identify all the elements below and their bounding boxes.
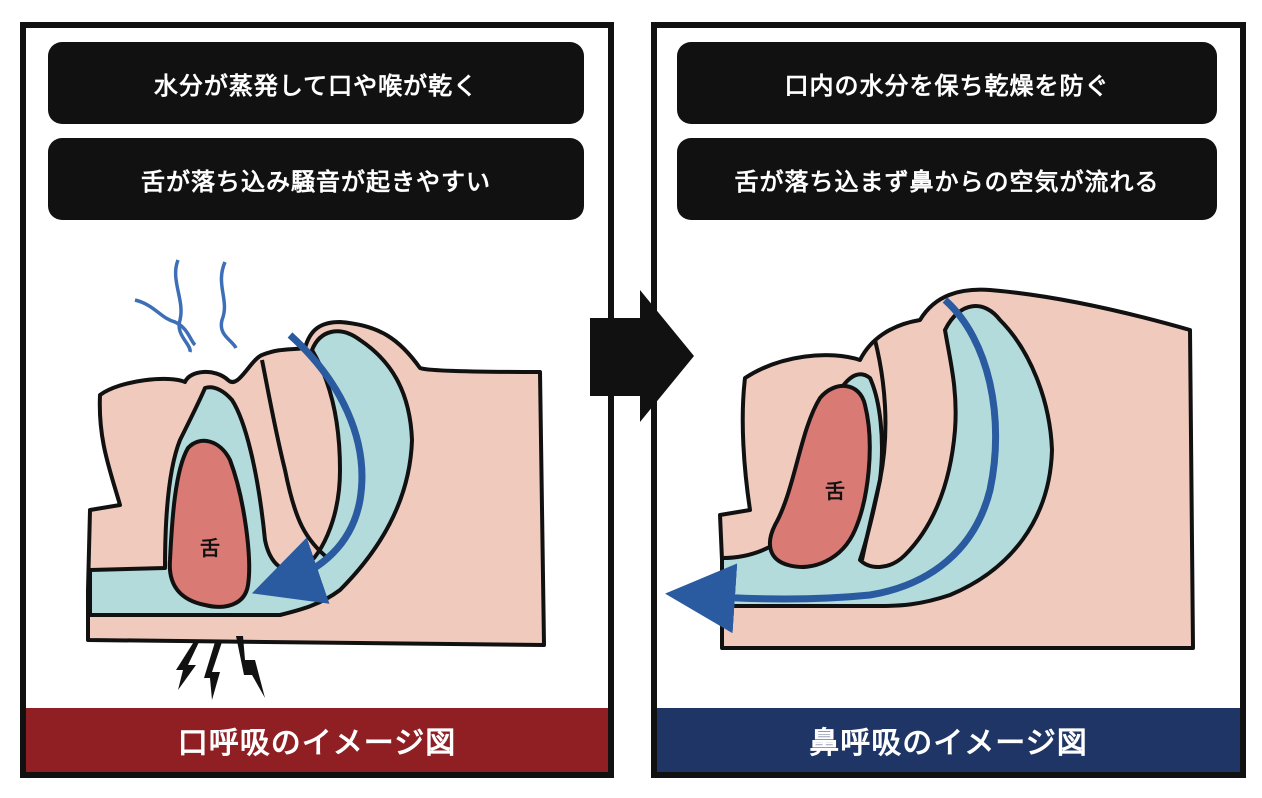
left-caption-dry-mouth: 水分が蒸発して口や喉が乾く xyxy=(48,42,584,124)
left-head-cross-section xyxy=(86,320,546,647)
left-airflow-arrow xyxy=(251,332,366,604)
right-tongue-label: 舌 xyxy=(825,479,845,503)
right-caption-keep-moisture: 口内の水分を保ち乾燥を防ぐ xyxy=(677,42,1217,124)
right-tongue xyxy=(767,383,872,569)
left-tongue xyxy=(167,438,252,609)
right-airflow-arrow xyxy=(665,297,1000,634)
left-caption-tongue-drop: 舌が落ち込み騒音が起きやすい xyxy=(48,138,584,220)
vapor-wave-icon xyxy=(134,259,238,353)
left-tongue-label: 舌 xyxy=(200,536,220,560)
right-head-cross-section xyxy=(718,287,1195,650)
right-footer-title: 鼻呼吸のイメージ図 xyxy=(657,708,1240,772)
left-footer-title: 口呼吸のイメージ図 xyxy=(26,708,608,772)
right-arrow-icon xyxy=(590,290,694,422)
snore-zigzag-icon xyxy=(176,636,265,700)
right-caption-air-flow: 舌が落ち込まず鼻からの空気が流れる xyxy=(677,138,1217,220)
